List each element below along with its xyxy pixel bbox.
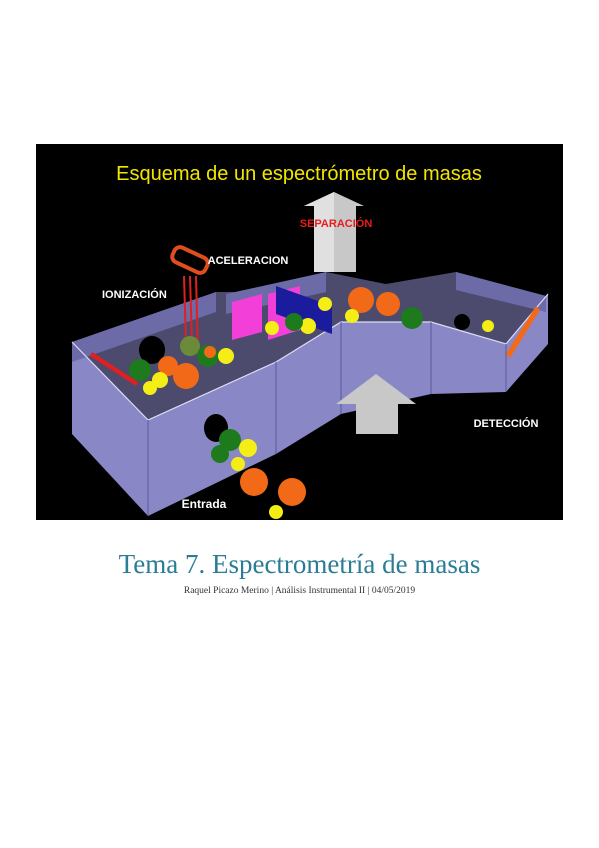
document-title: Tema 7. Espectrometría de masas	[118, 549, 481, 579]
ions	[129, 287, 494, 519]
label-separacion: SEPARACIÓN	[300, 217, 373, 230]
detector-plate	[506, 306, 540, 358]
label-entrada: Entrada	[182, 497, 227, 511]
label-deteccion: DETECCIÓN	[474, 417, 539, 430]
label-aceleracion: ACELERACION	[208, 255, 289, 267]
label-ionizacion: IONIZACIÓN	[102, 288, 167, 301]
document-subtitle: Raquel Picazo Merino | Análisis Instrume…	[183, 586, 416, 596]
diagram-title: Esquema de un espectrómetro de masas	[116, 163, 482, 185]
separation-arrow-lower	[336, 374, 416, 434]
diagram-svg: Esquema de un espectrómetro de masas SEP…	[71, 163, 549, 519]
mass-spectrometer-diagram: Esquema de un espectrómetro de masas SEP…	[36, 144, 563, 520]
separation-arrow-up	[304, 192, 364, 272]
ionization-plate	[90, 352, 138, 386]
